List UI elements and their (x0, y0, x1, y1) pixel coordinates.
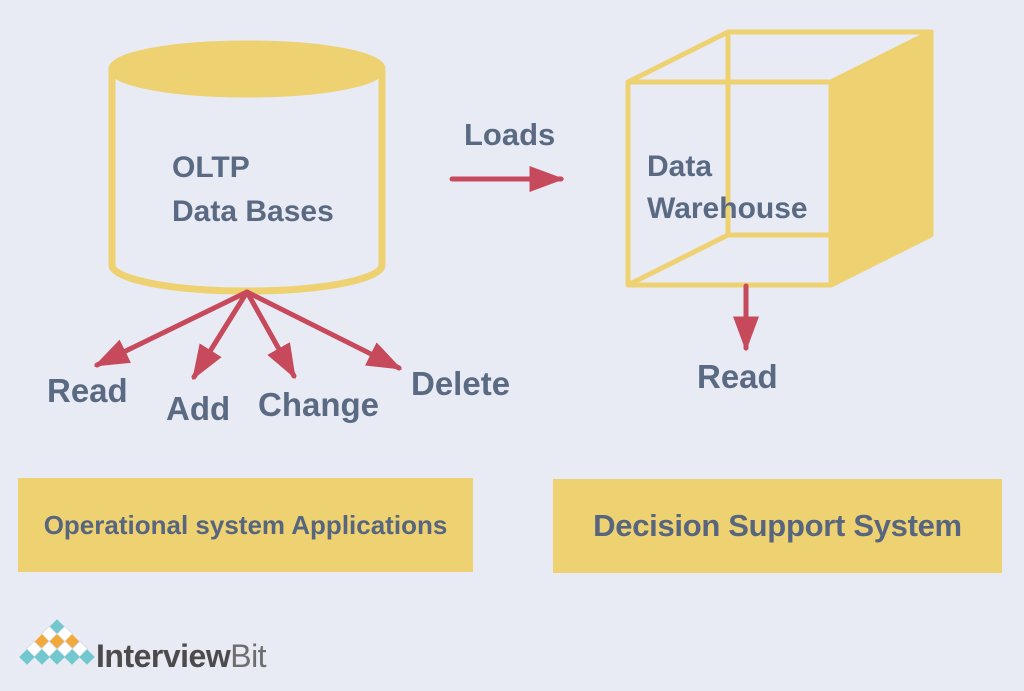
arrow-to-read (93, 289, 250, 368)
warehouse-read-label: Read (697, 358, 778, 395)
oltp-label-line2: Data Bases (172, 195, 334, 228)
loads-arrow-label: Loads (464, 117, 556, 152)
operational-system-banner: Operational system Applications (18, 478, 473, 572)
oltp-database-label: OLTP Data Bases (172, 146, 334, 234)
warehouse-label-line1: Data (647, 150, 713, 183)
operational-system-banner-label: Operational system Applications (43, 509, 448, 540)
pyramid-diamonds-icon (19, 619, 95, 665)
operation-read-label: Read (47, 372, 128, 409)
decision-support-banner-label: Decision Support System (593, 508, 962, 543)
oltp-operation-arrows (93, 289, 403, 380)
decision-support-banner: Decision Support System (553, 479, 1002, 573)
warehouse-label-line2: Warehouse (647, 192, 808, 225)
operation-delete-label: Delete (411, 365, 511, 402)
cube-hidden-edge-diagonal (626, 232, 730, 288)
wordmark-bit: Bit (230, 638, 267, 674)
cube-front-face (625, 79, 834, 288)
interviewbit-wordmark: InterviewBit (96, 638, 267, 674)
arrow-to-add (191, 289, 250, 380)
data-warehouse-label: Data Warehouse (647, 146, 808, 230)
wordmark-interview: Interview (96, 638, 231, 674)
data-warehouse-cube-shape (625, 29, 934, 288)
arrow-to-delete (244, 289, 403, 371)
cylinder-top (108, 40, 386, 98)
operation-change-label: Change (258, 386, 380, 423)
cube-right-face (828, 29, 934, 288)
operation-add-label: Add (166, 390, 231, 427)
arrow-to-change (244, 289, 297, 380)
oltp-label-line1: OLTP (172, 151, 250, 184)
